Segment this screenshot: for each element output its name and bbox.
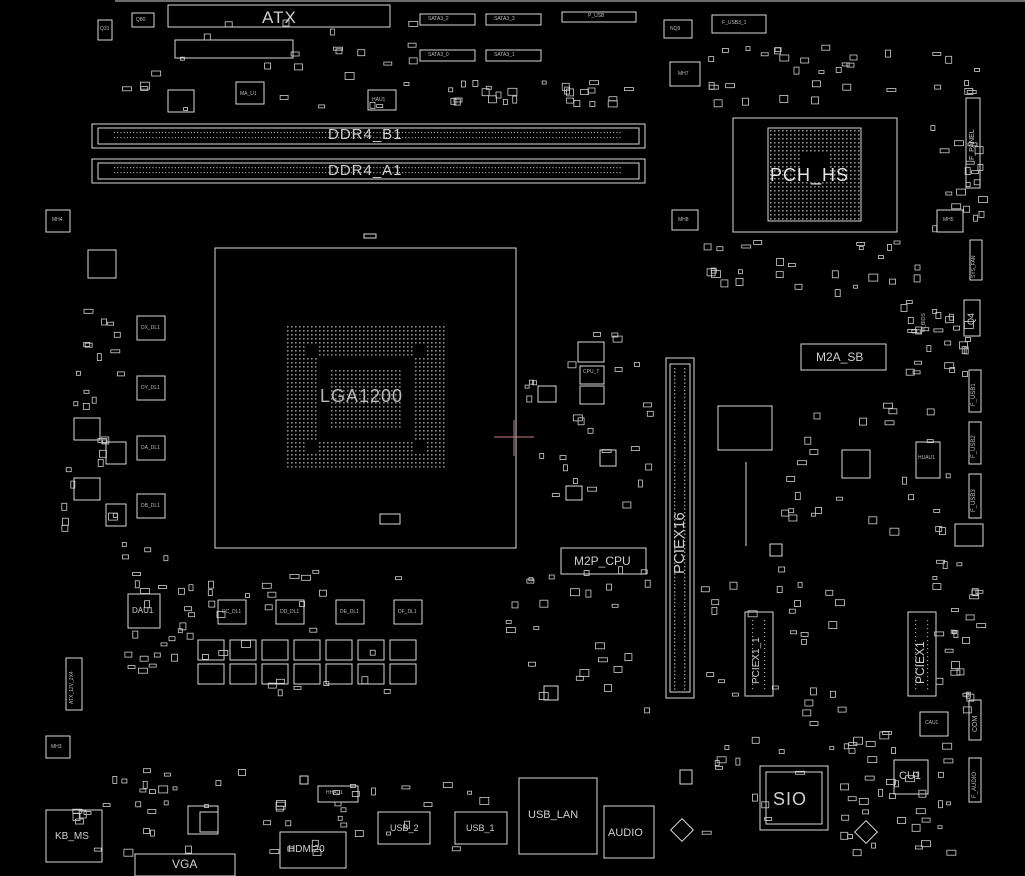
- crosshair-marker: [494, 420, 534, 456]
- atx12v-label: ATX_12V_2X4: [69, 671, 75, 704]
- dau1-label: DAU1: [132, 606, 154, 615]
- mh4-label: MH4: [52, 217, 63, 223]
- df-label: DF_DL1: [398, 609, 417, 615]
- sio-chip: [759, 765, 829, 831]
- q80-label: Q80: [136, 17, 146, 23]
- usb2-label: USB_2: [390, 823, 419, 833]
- kb-ms-port: [45, 809, 103, 863]
- pciex1-1-label: PCIEX1_1: [751, 637, 762, 684]
- mau1-label: MA_U1: [240, 91, 257, 97]
- mh8-label: MH8: [678, 217, 689, 223]
- m2a-slot: [800, 343, 887, 371]
- pciex16-label: PCIEX16: [671, 512, 688, 574]
- db-label: DB_DL1: [141, 503, 160, 509]
- usb2-port: [377, 811, 431, 845]
- mh5-label: MH5: [943, 217, 954, 223]
- huau1-label: HUAU1: [918, 455, 935, 461]
- pch-chip: [732, 117, 898, 233]
- f-usb1-label: F_USB1: [971, 383, 977, 406]
- usb-lan-label: USB_LAN: [528, 809, 579, 821]
- dd-label: DD_DL1: [280, 609, 300, 615]
- atx-label: ATX: [262, 8, 297, 27]
- cpu-t-label: CPU_T: [583, 369, 600, 375]
- hhau1-label: HHAU1: [326, 790, 343, 796]
- mh3-label: MH3: [51, 744, 62, 750]
- f-panel-label: F_PANEL: [969, 129, 976, 160]
- dy-label: DY_DL1: [141, 385, 160, 391]
- dx-label: DX_DL1: [141, 325, 160, 331]
- vga-port: [134, 853, 236, 876]
- pciex1-1-slot: [744, 611, 774, 697]
- hdmi-port: [279, 831, 347, 869]
- cpu-socket: [214, 247, 517, 549]
- com-label: COM: [972, 715, 979, 732]
- ddr4-a1-label: DDR4_A1: [328, 162, 403, 179]
- f-usb3-1-label: F_USB3_1: [722, 20, 747, 26]
- ddr4-b1-slot: [91, 123, 646, 149]
- nq9-label: NQ9: [670, 26, 681, 32]
- vga-label: VGA: [172, 857, 198, 871]
- dc-label: DC_DL1: [222, 609, 242, 615]
- ddr-pins: [114, 132, 621, 174]
- usb1-label: USB_1: [466, 823, 495, 833]
- audio-label: AUDIO: [608, 827, 643, 839]
- ddr4-b1-label: DDR4_B1: [328, 126, 403, 143]
- f-usb3-label: F_USB3: [971, 489, 977, 512]
- pciex1-label: PCIEX1: [913, 641, 927, 684]
- cau1-label: CAU1: [925, 720, 939, 726]
- usb-lan-port: [518, 777, 598, 855]
- sys-fan-label: SYS_FAN: [971, 255, 977, 278]
- audio-port: [603, 805, 655, 859]
- cpu-socket-pins: [287, 326, 445, 468]
- usb1-port: [454, 811, 508, 845]
- f-audio-label: F_AUDIO: [972, 771, 978, 798]
- m2p-label: M2P_CPU: [574, 554, 631, 568]
- m-bios-label: M_BIOS: [921, 313, 927, 332]
- atx-connector: [167, 4, 391, 28]
- q31-label: Q31: [100, 26, 110, 32]
- q4-label: Q4: [966, 312, 976, 325]
- mh7-label: MH7: [678, 71, 689, 77]
- hdmi-label: HDMI20: [288, 844, 325, 855]
- cu1-label: CU1: [899, 770, 922, 782]
- m2p-slot: [560, 547, 647, 575]
- sata3-label: SATA3_3: [494, 16, 515, 22]
- de-label: DE_DL1: [340, 609, 359, 615]
- hau1-label: HAU1: [372, 97, 386, 103]
- ddr4-a1-slot: [91, 158, 646, 184]
- dau1-chip: [127, 593, 161, 629]
- smd-components: [61, 19, 988, 857]
- sio-label: SIO: [773, 789, 808, 809]
- pcie-pins: [674, 368, 929, 690]
- kb-ms-label: KB_MS: [55, 831, 89, 842]
- p-usb-label: P_USB: [588, 13, 605, 19]
- pch-label: PCH_HS: [770, 165, 850, 185]
- f-usb2-label: F_USB2: [971, 435, 977, 458]
- lga-label: LGA1200: [320, 386, 404, 406]
- pciex16-slot: [665, 357, 695, 699]
- sata0-label: SATA3_0: [428, 52, 449, 58]
- da-label: DA_DL1: [141, 445, 160, 451]
- sata2-label: SATA3_2: [428, 16, 449, 22]
- cu1-chip: [893, 759, 929, 795]
- sata1-label: SATA3_1: [494, 52, 515, 58]
- pciex1-slot: [907, 611, 937, 697]
- m2a-label: M2A_SB: [816, 350, 864, 364]
- pch-balls: [770, 130, 860, 220]
